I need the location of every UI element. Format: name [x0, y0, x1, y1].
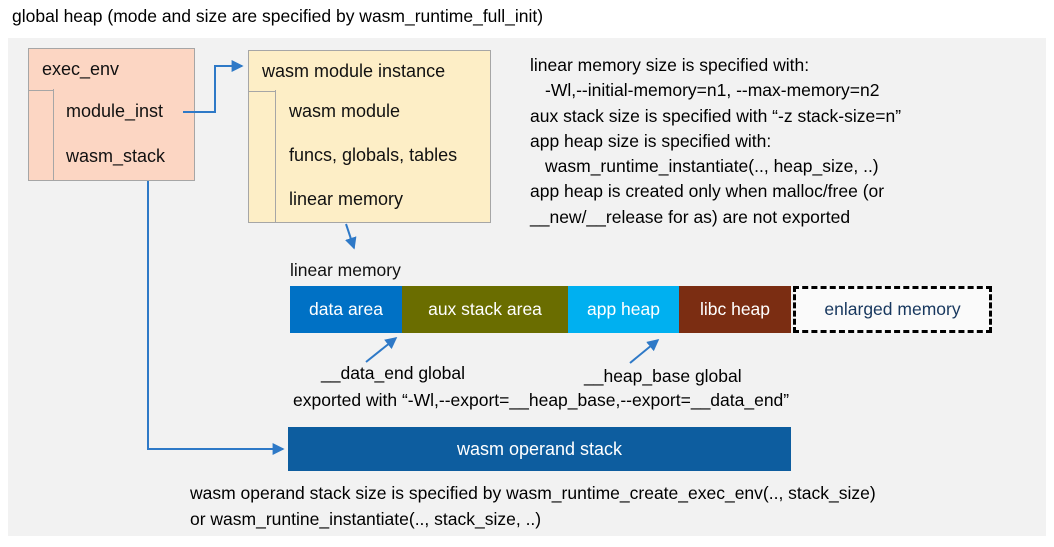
module-instance-field-linear-memory: linear memory [275, 178, 491, 223]
memory-segment-aux-stack-area: aux stack area [402, 286, 568, 333]
memory-segment-app-heap: app heap [568, 286, 679, 333]
exec-env-field-wasm-stack: wasm_stack [53, 134, 195, 181]
memory-segment-libc-heap: libc heap [679, 286, 791, 333]
footer-line: or wasm_runtine_instantiate(.., stack_si… [190, 508, 542, 529]
note-line: app heap is created only when malloc/fre… [530, 181, 885, 202]
exec-env-label: exec_env [29, 49, 194, 91]
module-instance-field-wasm-module: wasm module [275, 90, 491, 135]
memory-segment-enlarged-memory: enlarged memory [793, 286, 992, 333]
wasm-operand-stack-bar: wasm operand stack [288, 427, 791, 471]
note-line: app heap size is specified with: [530, 130, 772, 151]
exec-env-box: exec_env module_inst wasm_stack [28, 48, 195, 181]
note-line: wasm_runtime_instantiate(.., heap_size, … [545, 156, 879, 177]
note-line: __new/__release for as) are not exported [530, 206, 851, 227]
memory-segment-data-area: data area [290, 286, 402, 333]
linear-memory-label: linear memory [290, 260, 401, 280]
diagram-title: global heap (mode and size are specified… [12, 6, 544, 26]
exec-env-field-module-inst: module_inst [53, 89, 195, 135]
data-end-global-label: __data_end global [321, 363, 466, 383]
heap-base-global-label: __heap_base global [584, 366, 742, 386]
operand-stack-notes: wasm operand stack size is specified by … [190, 481, 1050, 532]
note-line: linear memory size is specified with: [530, 55, 810, 75]
exported-flags-label: exported with “-Wl,--export=__heap_base,… [293, 390, 790, 410]
module-instance-box: wasm module instance wasm module funcs, … [248, 50, 491, 223]
memory-size-notes: linear memory size is specified with: -W… [530, 53, 1040, 230]
module-instance-label: wasm module instance [249, 51, 490, 92]
note-line: aux stack size is specified with “-z sta… [530, 105, 902, 126]
note-line: -Wl,--initial-memory=n1, --max-memory=n2 [545, 80, 880, 101]
footer-line: wasm operand stack size is specified by … [190, 483, 876, 503]
module-instance-field-funcs-globals-tables: funcs, globals, tables [275, 134, 491, 179]
